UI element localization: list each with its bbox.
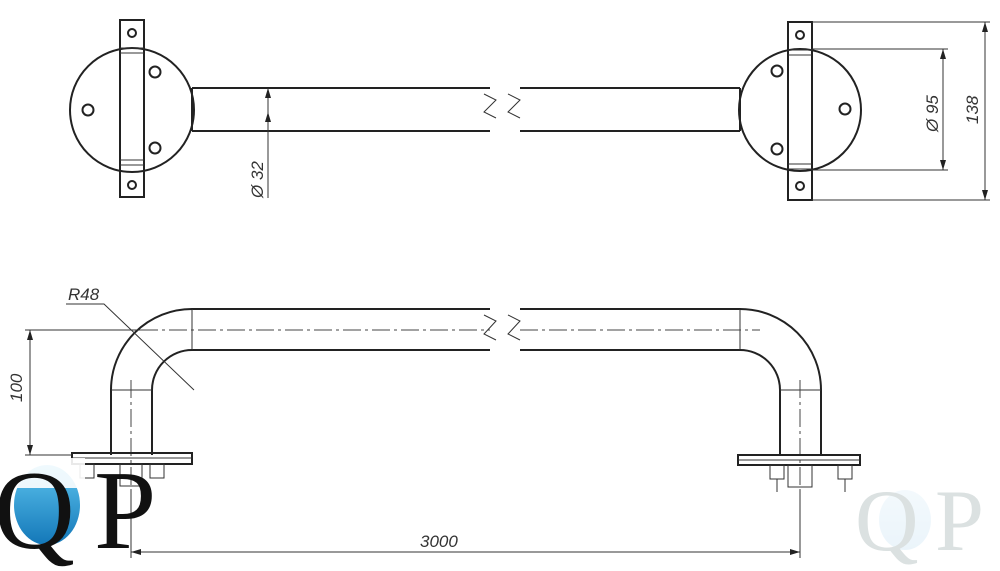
dim-pipe-diameter: Ø 32: [248, 88, 271, 199]
side-view: R48 100 3000: [7, 285, 861, 558]
pipe-top: [191, 87, 741, 132]
top-view: Ø 32 Ø 95 138: [69, 19, 990, 201]
dim-bracket-height: 138: [812, 21, 990, 201]
left-flange: [69, 19, 195, 198]
base-plates: [71, 452, 861, 492]
length-label: 3000: [420, 532, 458, 551]
right-flange: [738, 21, 862, 201]
dim-flange-diameter: Ø 95: [812, 48, 948, 171]
bend-radius-label: R48: [68, 285, 100, 304]
flange-diameter-label: Ø 95: [923, 95, 942, 133]
logo-letter-q: Q: [855, 473, 919, 570]
qp-logo-right: Q P: [855, 473, 984, 570]
bolt-hole-icon: [127, 28, 137, 38]
dim-bend-radius: R48: [66, 285, 195, 391]
logo-letter-p: P: [935, 473, 984, 570]
logo-letter-p: P: [94, 449, 156, 571]
qp-logo-left: Q P: [0, 449, 156, 571]
pipe-side: [110, 308, 822, 500]
pipe-diameter-label: Ø 32: [248, 161, 267, 199]
logo-letter-q: Q: [0, 449, 75, 571]
dim-height: 100: [7, 329, 140, 456]
height-label: 100: [7, 373, 26, 402]
bolt-hole-icon: [127, 180, 137, 190]
bracket-height-label: 138: [963, 95, 982, 124]
dim-length: 3000: [130, 490, 801, 558]
